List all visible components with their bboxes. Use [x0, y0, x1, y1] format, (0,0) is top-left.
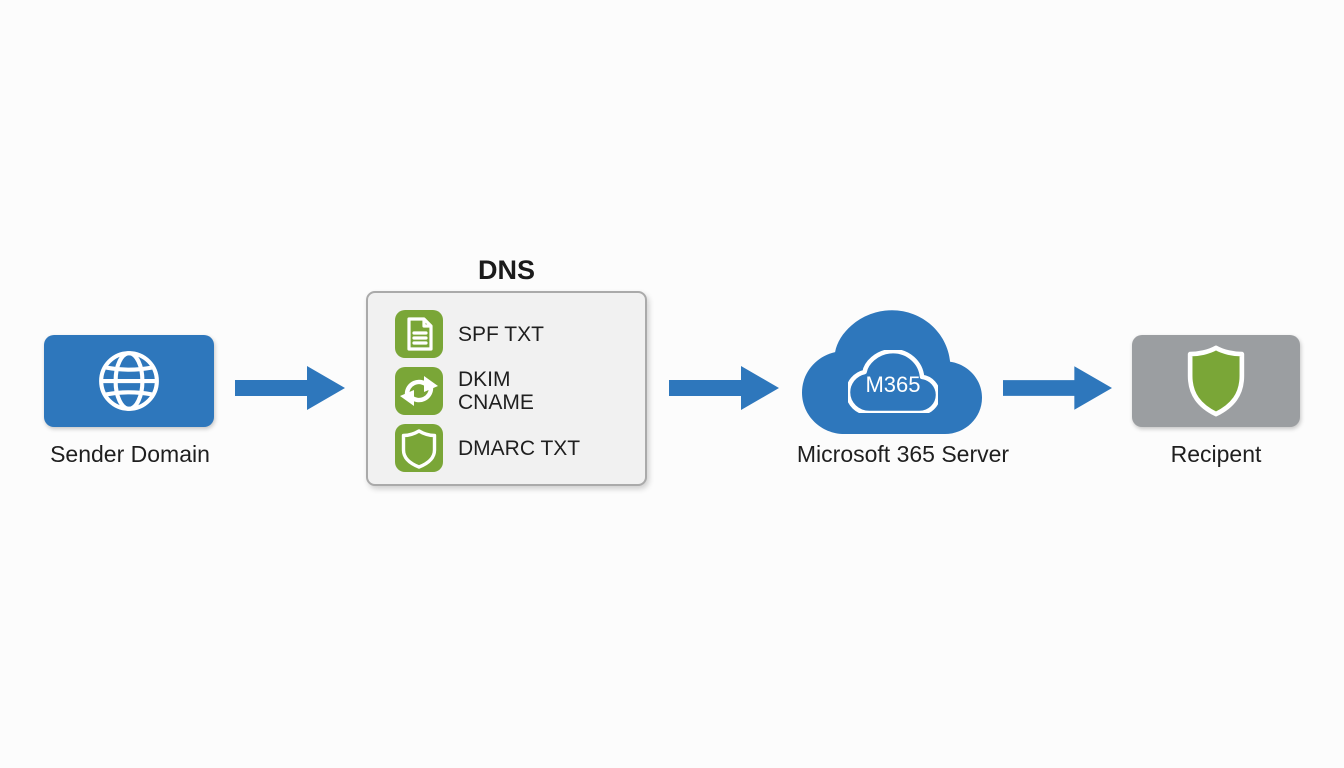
shield-icon — [395, 424, 443, 472]
flow-arrow-server-to-recipient — [1003, 366, 1112, 410]
m365-badge: M365 — [865, 372, 921, 397]
recipient-box — [1132, 335, 1300, 427]
sync-icon — [395, 367, 443, 415]
dns-record-spf: SPF TXT — [395, 310, 645, 358]
document-icon — [395, 310, 443, 358]
flow-arrow-dns-to-server — [669, 366, 779, 410]
sender-domain-box — [44, 335, 214, 427]
flow-arrow-sender-to-dns — [235, 366, 345, 410]
dns-records-box: SPF TXT DKIM CNAME DM — [366, 291, 647, 486]
inner-cloud-outline-icon — [848, 350, 938, 413]
shield-icon — [1187, 345, 1245, 417]
globe-icon — [99, 351, 159, 411]
dns-record-dmarc: DMARC TXT — [395, 424, 645, 472]
recipient-label: Recipent — [1170, 441, 1262, 467]
dns-record-label: DMARC TXT — [458, 436, 581, 460]
dns-record-dkim: DKIM CNAME — [395, 367, 645, 415]
dns-title: DNS — [477, 255, 535, 285]
server-label: Microsoft 365 Server — [796, 441, 1010, 467]
dns-record-label: SPF TXT — [458, 322, 544, 346]
sender-domain-label: Sender Domain — [50, 441, 210, 467]
dns-record-label: DKIM CNAME — [458, 368, 534, 414]
